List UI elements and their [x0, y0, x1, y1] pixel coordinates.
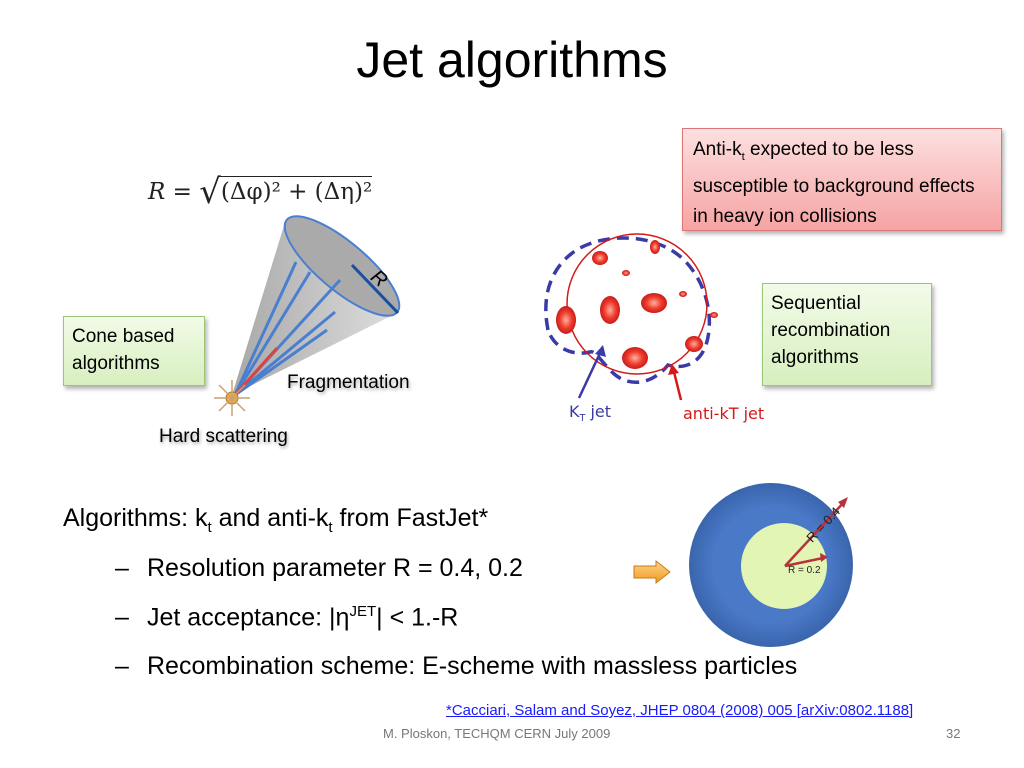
anti-kt-jet-label: anti-kT jet	[683, 404, 765, 423]
sequential-box: Sequential recombination algorithms	[762, 283, 932, 386]
kt-jet-label: KT jet	[569, 402, 612, 425]
formula-lhs: R	[148, 179, 166, 205]
seq-line3: algorithms	[771, 347, 859, 368]
bullet-resolution: –Resolution parameter R = 0.4, 0.2	[115, 554, 523, 582]
anti-kt-jet-boundary	[566, 233, 708, 375]
kt-pointer-head	[595, 345, 606, 357]
seq-line2: recombination	[771, 320, 891, 341]
cone-based-box: Cone based algorithms	[63, 316, 205, 386]
footer-text: M. Ploskon, TECHQM CERN July 2009	[383, 726, 611, 741]
kt-pointer-arrow	[577, 350, 603, 399]
bullet-algorithms: Algorithms: kt and anti-kt from FastJet*	[63, 504, 489, 536]
bullet-recombination: –Recombination scheme: E-scheme with mas…	[115, 652, 798, 680]
seq-line1: Sequential	[771, 293, 861, 314]
hard-scattering-star-icon	[214, 380, 250, 416]
radius-arrow	[350, 263, 400, 315]
slide-title: Jet algorithms	[356, 32, 668, 88]
particle-arrows	[233, 261, 342, 397]
anti-kt-pointer-head	[668, 364, 679, 375]
cone-box-line1: Cone based	[72, 326, 175, 347]
outer-radius-arrow-head	[838, 497, 848, 508]
radius-formula: R = √(Δφ)² + (Δη)²	[148, 168, 373, 212]
particle-blobs	[556, 240, 718, 369]
outer-radius-arrow	[784, 500, 846, 567]
citation-link[interactable]: *Cacciari, Salam and Soyez, JHEP 0804 (2…	[446, 702, 914, 719]
anti-kt-prefix: Anti-k	[693, 139, 742, 160]
cone-diagram: R	[214, 215, 401, 416]
inner-radius-arrow	[784, 556, 824, 568]
bullet-acceptance: –Jet acceptance: |ηJET| < 1.-R	[115, 603, 459, 632]
inner-radius-label: R = 0.2	[788, 565, 821, 576]
anti-kt-note-box: Anti-kt expected to be less susceptible …	[682, 128, 1002, 231]
right-arrow-icon	[633, 559, 671, 585]
formula-radicand: (Δφ)² + (Δη)²	[220, 176, 373, 205]
fragmentation-label: Fragmentation	[287, 372, 410, 393]
anti-kt-sub: t	[741, 150, 745, 163]
inner-radius-arrow-head	[820, 553, 828, 562]
jet-clustering-diagram	[544, 233, 718, 401]
hard-scattering-label: Hard scattering	[159, 426, 288, 447]
anti-kt-pointer-arrow	[672, 371, 683, 401]
sqrt-icon: √	[199, 172, 221, 212]
page-number: 32	[946, 726, 961, 741]
cone-box-line2: algorithms	[72, 353, 160, 374]
anti-kt-rest: expected to be less susceptible to backg…	[693, 139, 975, 227]
formula-equals: =	[172, 179, 192, 205]
radius-diagram: R = 0.4 R = 0.2	[689, 483, 853, 647]
